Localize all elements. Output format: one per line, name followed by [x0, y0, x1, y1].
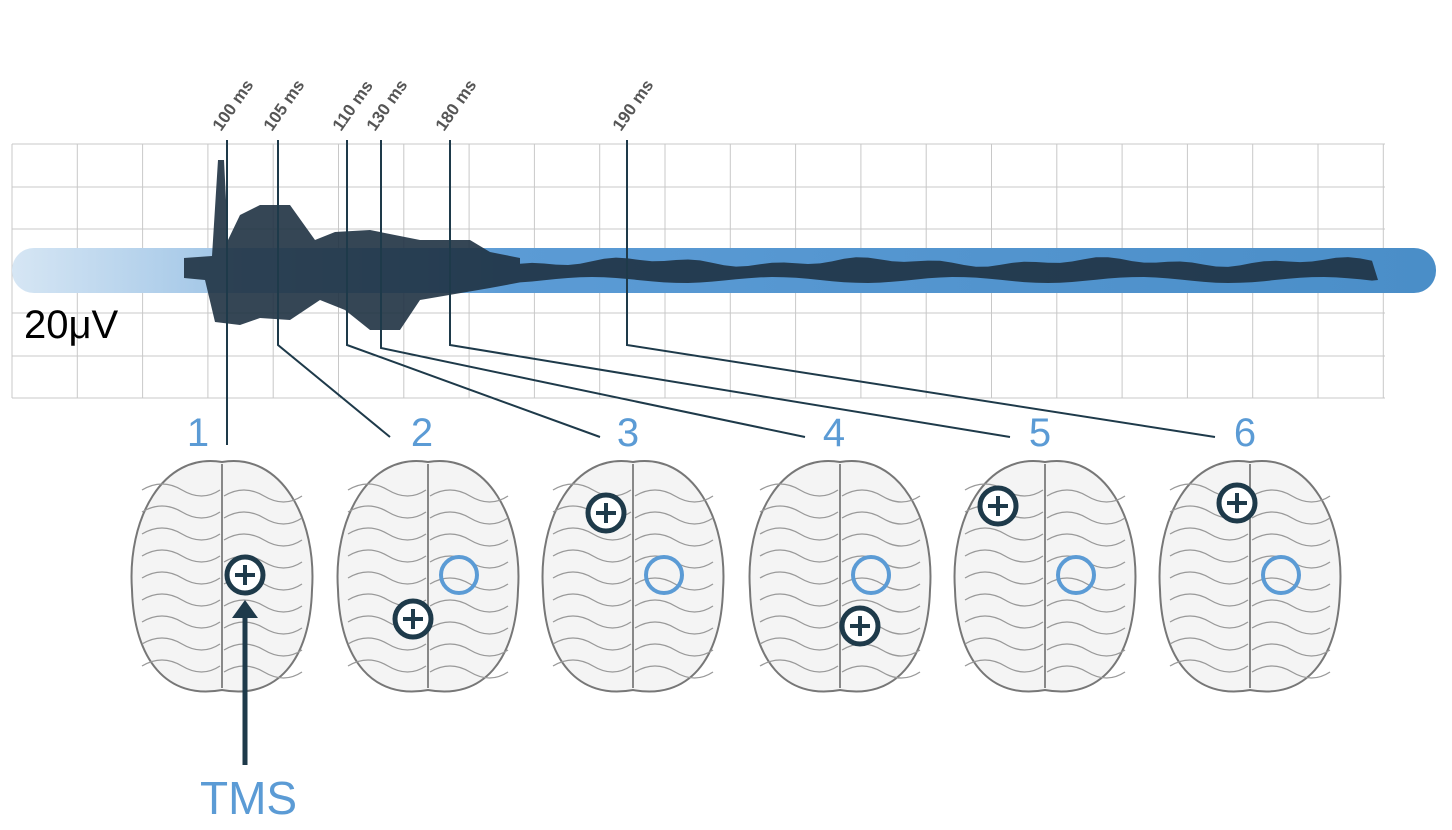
step-number: 4 [823, 411, 845, 455]
latency-label: 180 ms [432, 76, 481, 134]
active-source-plus-icon [392, 598, 434, 640]
active-source-plus-icon [839, 605, 881, 647]
brain-topview [748, 460, 932, 693]
brain-topview [130, 460, 314, 693]
brain-topview [541, 460, 725, 693]
step-number: 5 [1029, 411, 1051, 455]
stimulation-site-circle [851, 555, 891, 595]
latency-leader-line [277, 140, 391, 438]
latency-label: 105 ms [260, 76, 309, 134]
eeg-waveform [184, 160, 1378, 330]
latency-leader-line [346, 140, 601, 438]
latency-leader-line [626, 140, 1216, 438]
step-number: 3 [617, 411, 639, 455]
brain-topview [1158, 460, 1342, 693]
waveform-envelope [184, 160, 1378, 330]
latency-leader-line [380, 140, 806, 438]
tms-label: TMS [200, 772, 297, 824]
stimulation-site-circle [644, 555, 684, 595]
latency-label: 100 ms [209, 76, 258, 134]
active-source-plus-icon [224, 554, 266, 596]
step-number: 1 [187, 411, 209, 455]
tms-arrowhead [232, 600, 258, 618]
stimulation-site-circle [1261, 555, 1301, 595]
brain-topview [336, 460, 520, 693]
stimulation-site-circle [1056, 555, 1096, 595]
stimulation-site-circle [439, 555, 479, 595]
active-source-plus-icon [1216, 482, 1258, 524]
step-number: 6 [1234, 411, 1256, 455]
brain-topview [953, 460, 1137, 693]
latency-leader-line [449, 140, 1011, 438]
step-number: 2 [411, 411, 433, 455]
active-source-plus-icon [977, 485, 1019, 527]
latency-label: 190 ms [609, 76, 658, 134]
scale-label: 20μV [24, 303, 119, 347]
active-source-plus-icon [585, 492, 627, 534]
